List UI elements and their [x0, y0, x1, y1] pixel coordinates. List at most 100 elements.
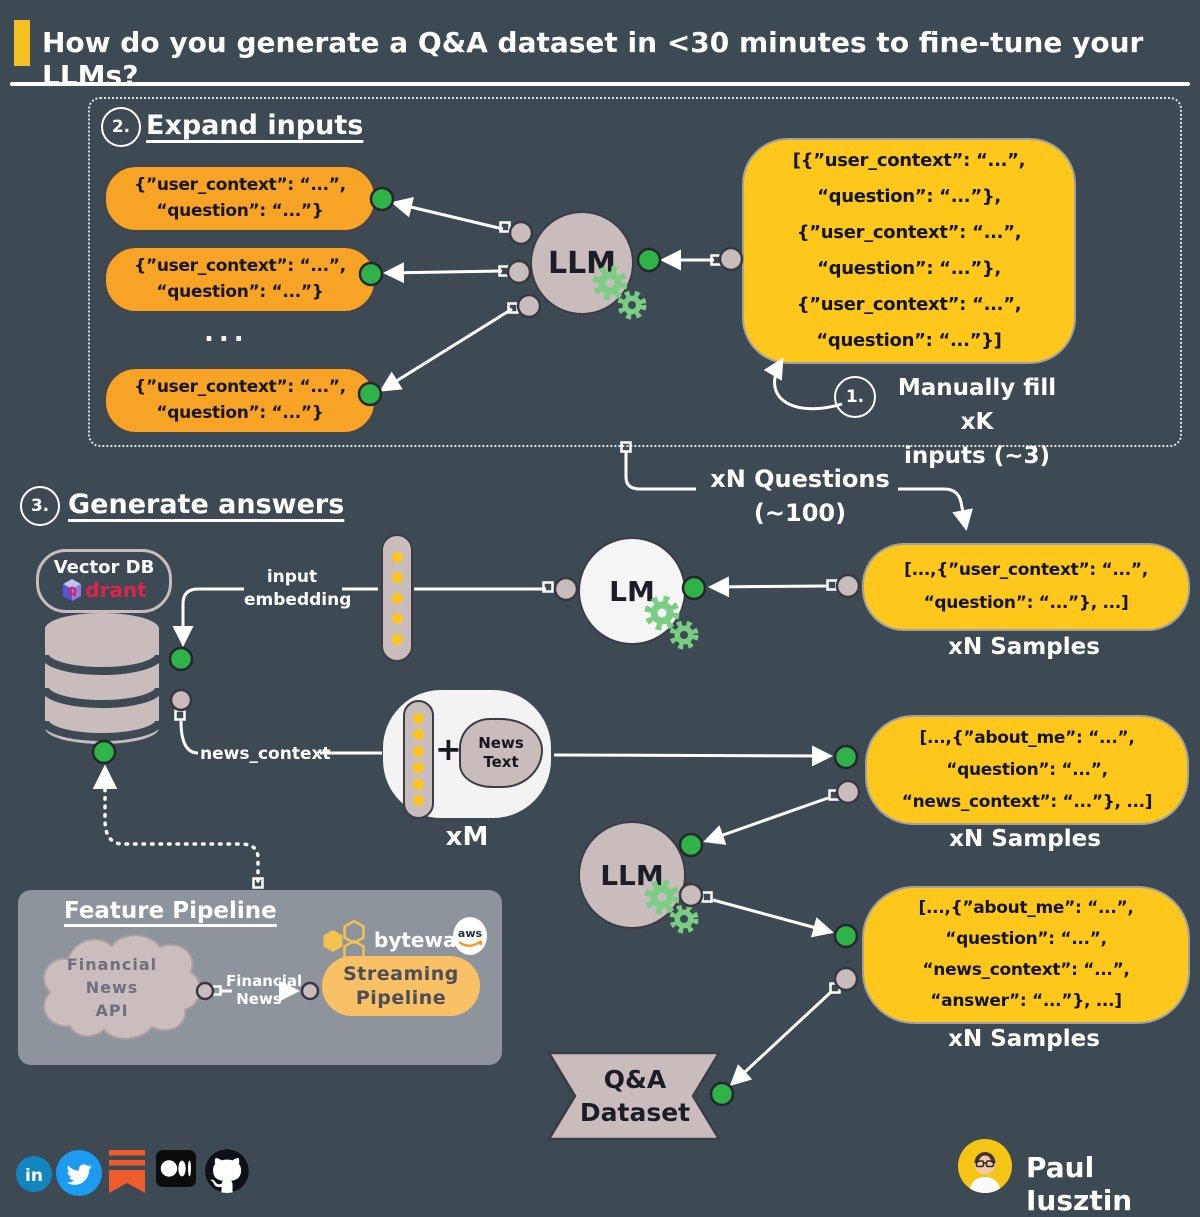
llm-node-answers: LLM	[578, 821, 699, 934]
vector-db-card: Vector DB drant	[36, 549, 172, 613]
lm-node: LM	[578, 537, 699, 650]
qdrant-icon	[63, 579, 82, 601]
samples-box-1: [...,{”user_context”: “...”, “question”:…	[862, 543, 1190, 631]
ellipsis: ...	[204, 318, 249, 348]
input-pill-line: {”user_context”: “...”,	[134, 256, 346, 276]
qa-line: Q&A	[603, 1065, 667, 1094]
samples-box-3: [...,{”about_me”: “...”, “question”: “..…	[862, 886, 1190, 1024]
embedding-dot	[391, 572, 403, 583]
news-context-label: news_context	[200, 744, 331, 764]
title-accent-bar	[14, 20, 30, 66]
cloud-line: News	[85, 978, 139, 997]
bytewax-icon	[323, 920, 365, 964]
sample-line: [...,{”about_me”: “...”,	[919, 728, 1135, 748]
sample-line: “question”: “...”}, ...]	[923, 593, 1129, 613]
news-text-blob: News Text	[459, 718, 543, 788]
title-divider	[10, 82, 1190, 86]
embedding-dot	[391, 592, 403, 604]
samples-caption-2: xN Samples	[949, 826, 1101, 852]
page-title: How do you generate a Q&A dataset in <30…	[42, 26, 1144, 92]
input-pill-2: {”user_context”: “...”, “question”: “...…	[104, 246, 376, 313]
seed-line: “question”: “...”},	[817, 186, 1001, 207]
input-embedding-label: input embedding	[244, 566, 352, 612]
seed-line: {”user_context”: “...”,	[796, 294, 1022, 315]
input-pill-1: {”user_context”: “...”, “question”: “...…	[104, 165, 376, 232]
retrieved-chunk-blob: + News Text	[383, 690, 551, 819]
financial-news-api-cloud	[43, 934, 202, 1040]
streaming-line: Pipeline	[355, 987, 447, 1009]
xm-label: xM	[445, 822, 489, 852]
step3-heading: Generate answers	[68, 489, 345, 520]
llm-node-expand: LLM	[530, 211, 647, 320]
linkedin-icon[interactable]: in	[16, 1156, 52, 1192]
chunk-embedding-vector	[403, 700, 434, 819]
qa-line: Dataset	[579, 1098, 691, 1127]
author-avatar	[958, 1139, 1012, 1193]
embedding-dot	[413, 729, 424, 741]
questions-line: (~100)	[753, 499, 847, 527]
gears-icon	[644, 879, 699, 934]
expand-inputs-panel	[88, 97, 1182, 447]
input-embedding-line: input	[266, 567, 318, 587]
input-pill-line: “question”: “...”}	[156, 200, 324, 221]
cloud-line: Financial	[66, 955, 158, 974]
vector-db-cylinder	[42, 613, 162, 744]
qdrant-label: drant	[85, 578, 147, 602]
news-text-line: Text	[483, 753, 519, 771]
questions-line: xN Questions	[710, 465, 890, 493]
seed-line: “question”: “...”},	[817, 258, 1001, 279]
lm-label: LM	[609, 574, 655, 608]
step3-badge: 3.	[20, 486, 60, 526]
financial-news-flow-label: Financial News	[226, 972, 303, 1008]
step1-line: Manually fill xK	[897, 375, 1057, 435]
author-name[interactable]: Paul Iusztin	[1026, 1151, 1133, 1217]
input-pill-line: “question”: “...”}	[156, 402, 324, 423]
embedding-vector	[381, 534, 413, 662]
flow-line: Financial	[226, 972, 303, 990]
streaming-line: Streaming	[343, 963, 459, 985]
step2-heading: Expand inputs	[146, 110, 364, 141]
gears-icon	[644, 595, 699, 650]
sample-line: “question”: “...”,	[946, 760, 1108, 780]
seed-line: “question”: “...”}]	[816, 330, 1002, 351]
step1-badge: 1.	[834, 376, 876, 418]
samples-caption-3: xN Samples	[948, 1026, 1100, 1052]
embedding-dot	[413, 745, 424, 757]
cloud-label: Financial News API	[52, 953, 172, 1022]
feature-pipeline-heading: Feature Pipeline	[64, 898, 277, 924]
samples-caption-1: xN Samples	[948, 634, 1100, 660]
vector-db-title: Vector DB	[53, 557, 155, 578]
medium-icon[interactable]	[156, 1150, 196, 1188]
qa-dataset-banner	[546, 1051, 722, 1141]
sample-line: “news_context”: “...”,	[922, 960, 1130, 980]
cloud-line: API	[95, 1001, 129, 1020]
gears-icon	[592, 265, 647, 320]
sample-line: “news_context”: “...”}, ...]	[901, 792, 1153, 812]
input-pill-line: “question”: “...”}	[156, 281, 324, 302]
substack-icon[interactable]	[106, 1148, 148, 1194]
twitter-icon[interactable]	[56, 1150, 102, 1196]
qa-dataset-label: Q&A Dataset	[560, 1063, 710, 1129]
embedding-dot	[391, 633, 403, 645]
embedding-dot	[391, 613, 403, 624]
svg-text:aws: aws	[458, 927, 483, 940]
sample-line: “question”: “...”,	[945, 929, 1107, 949]
sample-line: “answer”: “...”}, ...]	[930, 991, 1122, 1011]
sample-line: [...,{”user_context”: “...”,	[904, 560, 1148, 580]
embedding-dot	[413, 762, 424, 774]
input-embedding-line: embedding	[244, 590, 352, 610]
questions-label: xN Questions (~100)	[700, 462, 900, 530]
samples-box-2: [...,{”about_me”: “...”, “question”: “..…	[865, 715, 1189, 825]
input-pill-line: {”user_context”: “...”,	[134, 175, 346, 195]
streaming-pipeline-box: Streaming Pipeline	[322, 956, 480, 1016]
embedding-dot	[413, 712, 424, 724]
aws-icon: aws	[453, 917, 487, 955]
embedding-dot	[413, 778, 424, 790]
svg-text:in: in	[25, 1166, 43, 1186]
seed-inputs-box: [{”user_context”: “...”, “question”: “..…	[742, 138, 1076, 364]
flow-line: News	[236, 990, 282, 1008]
github-icon[interactable]	[204, 1148, 250, 1194]
seed-line: [{”user_context”: “...”,	[792, 150, 1026, 171]
step1-line: inputs (~3)	[903, 443, 1051, 469]
step2-badge: 2.	[101, 107, 141, 147]
